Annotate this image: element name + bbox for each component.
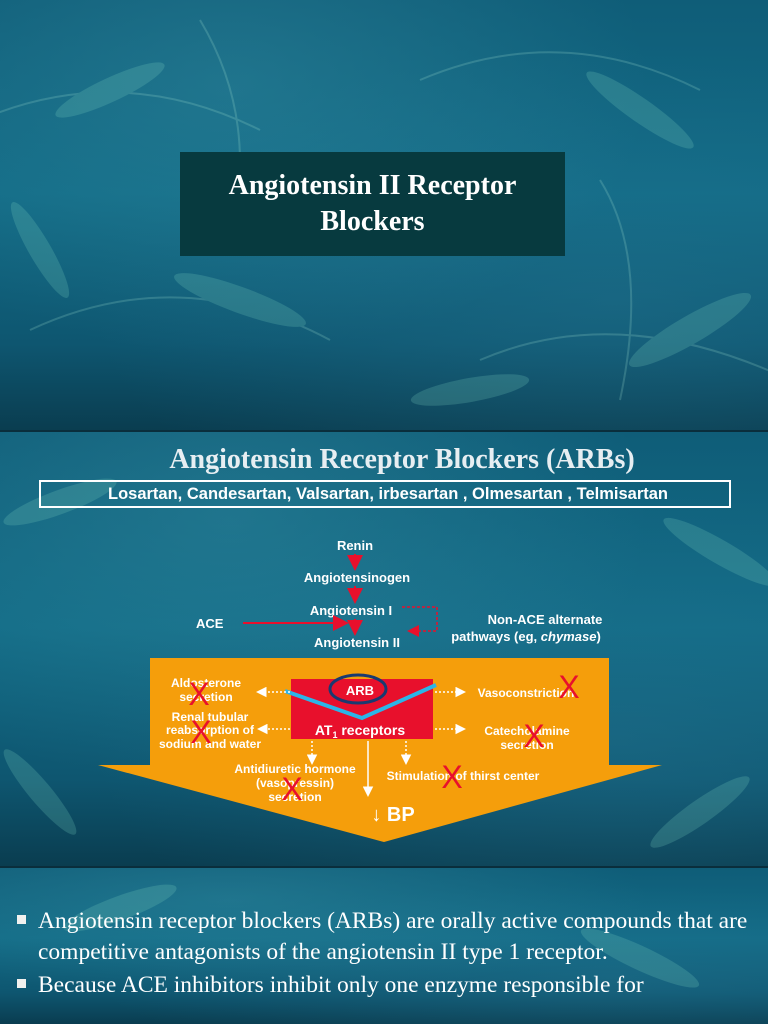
slide-heading: Angiotensin Receptor Blockers (ARBs) — [169, 444, 635, 475]
renal-label-line-3: sodium and water — [159, 737, 261, 751]
bullet-list: Angiotensin receptor blockers (ARBs) are… — [16, 906, 756, 1003]
leaf-pattern-background — [0, 19, 768, 406]
catecholamine-label-line-1: Catecholamine — [484, 724, 570, 738]
adh-label-line-1: Antidiuretic hormone — [234, 762, 356, 776]
arb-label: ARB — [346, 683, 374, 698]
bullet-text: Because ACE inhibitors inhibit only one … — [38, 972, 644, 998]
slide-title-line-2: Blockers — [320, 206, 425, 237]
effects-arrow-shape — [98, 658, 662, 842]
bullet-text: Angiotensin receptor blockers (ARBs) are… — [38, 908, 748, 965]
block-mark-adh: X — [281, 771, 302, 807]
drug-list-box: Losartan, Candesartan, Valsartan, irbesa… — [39, 480, 731, 508]
slide-title-box: Angiotensin II Receptor Blockers — [180, 152, 565, 256]
arb-binding-line — [284, 683, 437, 721]
slide-divider — [0, 430, 768, 432]
vasoconstriction-label: Vasoconstriction — [478, 686, 575, 700]
adh-label-line-2: (vasopressin) — [256, 776, 334, 790]
ace-label: ACE — [196, 616, 224, 631]
square-bullet-icon — [17, 979, 26, 988]
non-ace-pathway-arrow — [402, 606, 438, 637]
non-ace-label-line-1: Non-ACE alternate — [488, 612, 603, 627]
bullet-item: Angiotensin receptor blockers (ARBs) are… — [16, 906, 756, 968]
non-ace-label-line-2: pathways (eg, chymase) — [451, 629, 601, 644]
angiotensin-i-label: Angiotensin I — [310, 603, 392, 618]
arb-description-slide: Angiotensin receptor blockers (ARBs) are… — [0, 868, 768, 1024]
thirst-label: Stimulation of thirst center — [387, 769, 540, 783]
title-slide: Angiotensin II Receptor Blockers — [0, 0, 768, 430]
block-mark-catecholamine: X — [523, 718, 544, 754]
catecholamine-label-line-2: secretion — [500, 738, 553, 752]
arb-mechanism-slide: Angiotensin Receptor Blockers (ARBs) Los… — [0, 432, 768, 866]
slide-divider — [0, 866, 768, 868]
block-mark-thirst: X — [441, 759, 462, 795]
renal-label-line-2: reabsorption of — [166, 723, 255, 737]
at1-receptors-label: AT1 receptors — [315, 722, 406, 740]
leaf-pattern-background — [3, 478, 768, 848]
adh-label-line-3: secretion — [268, 790, 321, 804]
raas-diagram: Renin Angiotensinogen Angiotensin I Angi… — [98, 538, 662, 842]
arb-circle — [328, 673, 388, 705]
slide-title-line-1: Angiotensin II Receptor — [228, 170, 517, 201]
bp-label: ↓ BP — [371, 804, 414, 826]
leaf-pattern-background — [63, 884, 700, 988]
aldosterone-label-line-2: secretion — [179, 690, 232, 704]
block-mark-aldosterone: X — [188, 676, 209, 712]
at1-receptor-block — [291, 679, 433, 739]
angiotensinogen-label: Angiotensinogen — [304, 570, 410, 585]
square-bullet-icon — [17, 915, 26, 924]
arb-top-bar — [291, 679, 433, 685]
renin-label: Renin — [337, 538, 373, 553]
block-mark-vasoconstriction: X — [558, 669, 579, 705]
aldosterone-label-line-1: Aldosterone — [171, 676, 241, 690]
block-mark-renal: X — [190, 714, 211, 750]
chymase-label: chymase — [541, 629, 597, 644]
renal-label-line-1: Renal tubular — [172, 710, 249, 724]
angiotensin-ii-label: Angiotensin II — [314, 635, 400, 650]
bullet-item: Because ACE inhibitors inhibit only one … — [16, 970, 756, 1001]
